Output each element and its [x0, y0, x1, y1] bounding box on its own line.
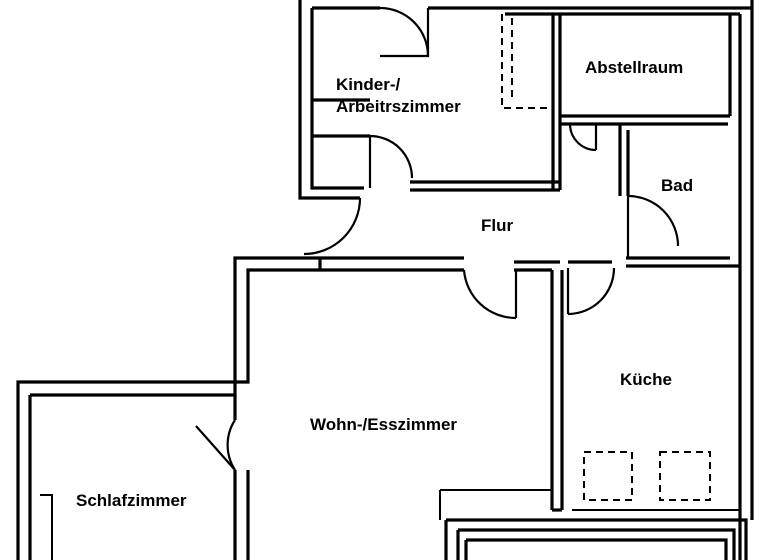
schlaf-wardrobe — [40, 494, 53, 560]
flur-walls — [303, 197, 616, 320]
room-label-schlafzimmer: Schlafzimmer — [76, 491, 187, 510]
room-label-flur: Flur — [481, 216, 514, 235]
bad-walls — [618, 124, 740, 268]
outer-walls — [16, 0, 754, 560]
room-label-kueche: Küche — [620, 370, 672, 389]
kueche-fixtures — [439, 451, 740, 520]
room-label-kinder-line2: Arbeitrszimmer — [336, 97, 461, 116]
kinder-room-walls — [312, 14, 562, 192]
room-label-wohnen: Wohn-/Esszimmer — [310, 415, 458, 434]
room-label-bad: Bad — [661, 176, 694, 195]
kinder-doors — [368, 6, 430, 188]
wohn-schlaf-door — [195, 395, 237, 471]
balcony — [444, 518, 748, 560]
room-label-kinder: Kinder-/ Arbeitrszimmer — [336, 74, 461, 118]
wohn-kueche-divider — [550, 270, 564, 512]
room-label-kinder-line1: Kinder-/ — [336, 75, 401, 94]
room-label-abstellraum: Abstellraum — [585, 58, 684, 77]
abstellraum-walls — [560, 14, 732, 152]
